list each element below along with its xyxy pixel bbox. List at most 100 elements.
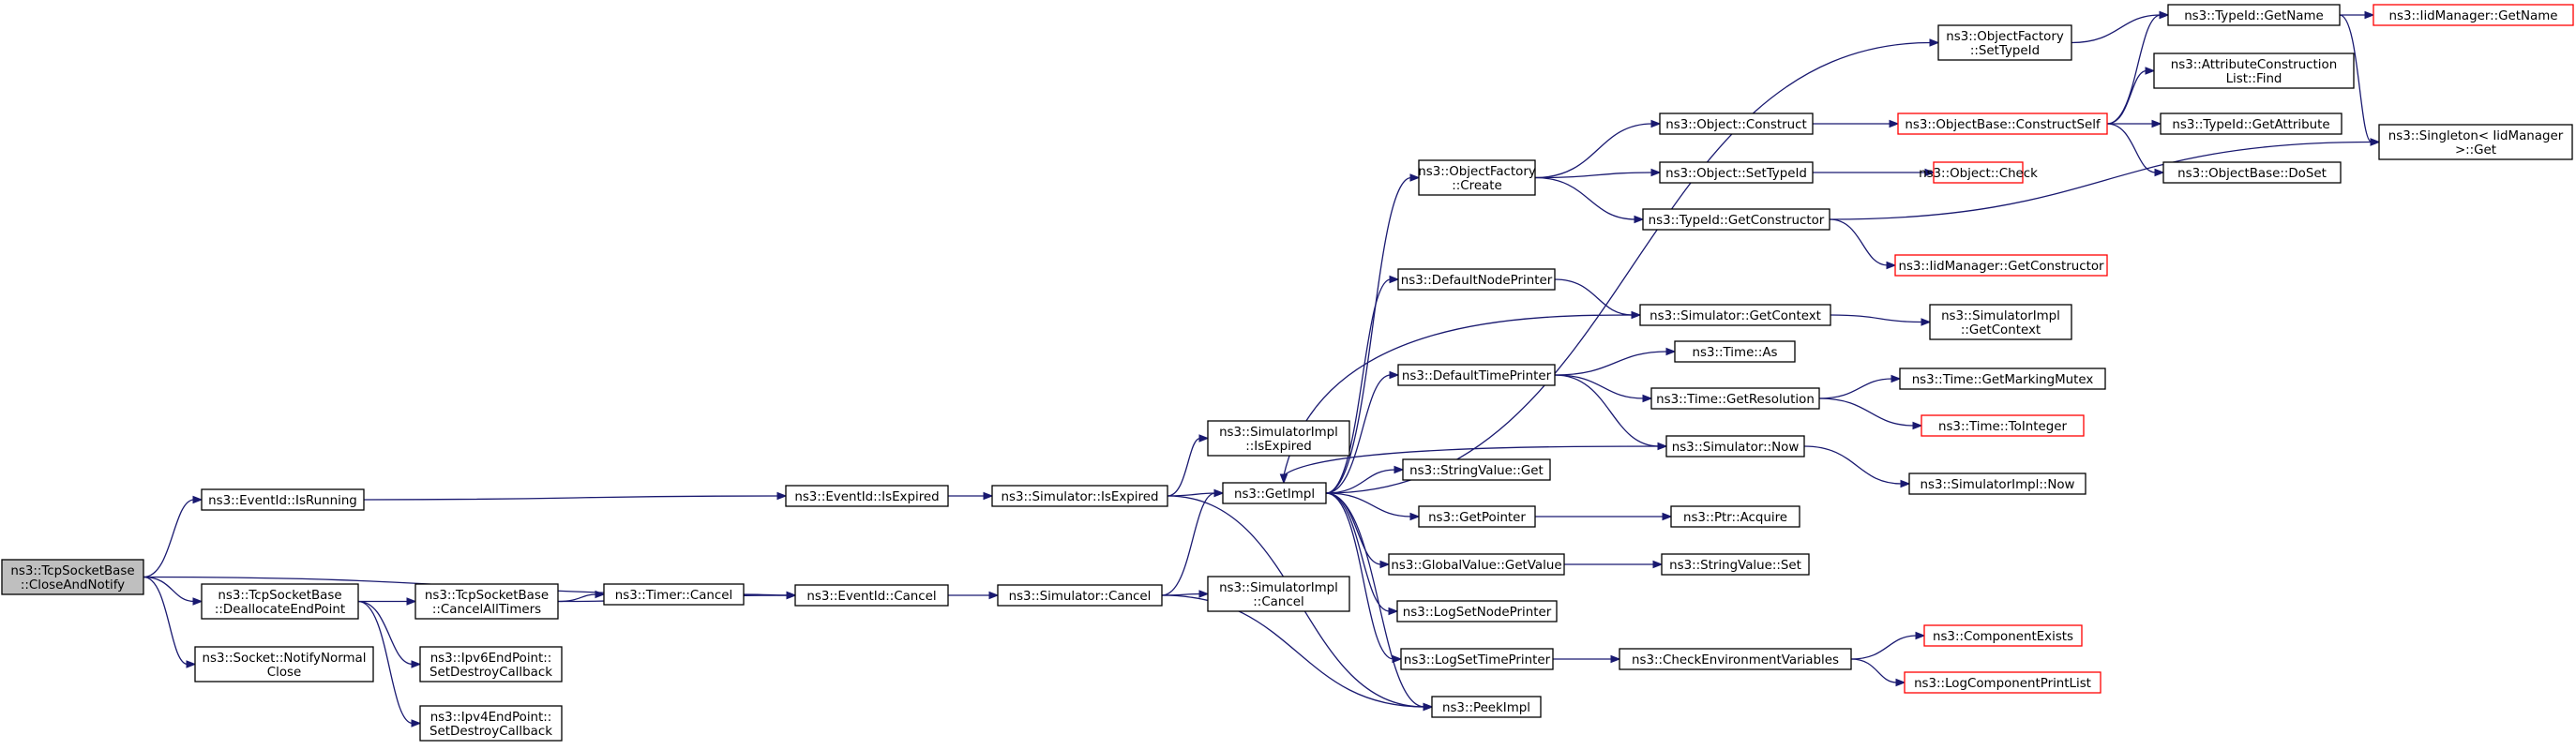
- graph-node-n21[interactable]: ns3::IidManager::GetConstructor: [1894, 254, 2108, 277]
- node-label: ns3::Time::ToInteger: [1938, 420, 2068, 434]
- graph-node-n33[interactable]: ns3::GetPointer: [1418, 505, 1536, 528]
- graph-node-n8[interactable]: ns3::ObjectFactory::Create: [1418, 159, 1536, 196]
- graph-node-n12[interactable]: ns3::IidManager::GetName: [2373, 4, 2574, 26]
- call-edge-arrowhead: [1921, 318, 1932, 326]
- call-edge-arrowhead: [1389, 370, 1400, 380]
- graph-node-n11[interactable]: ns3::TypeId::GetName: [2167, 4, 2341, 26]
- node-box: [997, 584, 1163, 607]
- call-edge: [2106, 69, 2147, 125]
- graph-node-n46[interactable]: ns3::TcpSocketBase::CancelAllTimers: [414, 583, 559, 620]
- graph-node-n4[interactable]: ns3::EventId::IsExpired: [785, 485, 949, 507]
- graph-node-n16[interactable]: ns3::TypeId::GetAttribute: [2160, 112, 2343, 135]
- node-box: [1, 559, 144, 595]
- call-edge-arrowhead: [1900, 479, 1911, 488]
- node-box: [1396, 600, 1558, 622]
- node-label: ns3::GlobalValue::GetValue: [1391, 559, 1561, 573]
- call-edge-arrowhead: [406, 597, 417, 606]
- call-edge-arrowhead: [1895, 678, 1906, 687]
- graph-node-n19[interactable]: ns3::Object::Check: [1919, 161, 2038, 184]
- graph-node-n32[interactable]: ns3::StringValue::Get: [1402, 458, 1551, 481]
- call-edge: [1803, 445, 1903, 485]
- call-edge: [1534, 176, 1636, 220]
- graph-node-n38[interactable]: ns3::LogSetTimePrinter: [1400, 648, 1554, 670]
- node-box: [2160, 112, 2343, 135]
- graph-node-n0[interactable]: ns3::TcpSocketBase::CloseAndNotify: [1, 559, 144, 595]
- call-edge: [2071, 14, 2162, 44]
- graph-node-n20[interactable]: ns3::TypeId::GetConstructor: [1642, 208, 1830, 231]
- graph-node-n2[interactable]: ns3::TcpSocketBase::DeallocateEndPoint: [201, 583, 359, 620]
- call-edge: [1830, 314, 1923, 323]
- graph-node-n47[interactable]: ns3::Timer::Cancel: [603, 583, 745, 606]
- graph-node-n26[interactable]: ns3::Time::As: [1674, 340, 1796, 363]
- graph-node-n28[interactable]: ns3::Time::GetMarkingMutex: [1899, 368, 2106, 390]
- node-label: SetDestroyCallback: [429, 666, 552, 680]
- graph-node-n45[interactable]: ns3::SimulatorImpl::Cancel: [1207, 576, 1350, 612]
- node-label: ns3::Object::Check: [1919, 167, 2038, 181]
- node-box: [201, 583, 359, 620]
- node-box: [1661, 553, 1810, 576]
- node-box: [1642, 208, 1830, 231]
- call-edge: [1325, 492, 1412, 518]
- call-edge-arrowhead: [1279, 473, 1288, 485]
- node-box: [1659, 112, 1814, 135]
- call-edge-arrowhead: [2154, 168, 2165, 177]
- graph-node-n10[interactable]: ns3::ObjectBase::ConstructSelf: [1897, 112, 2108, 135]
- graph-node-n23[interactable]: ns3::Simulator::GetContext: [1639, 304, 1831, 326]
- node-label: ns3::StringValue::Set: [1669, 559, 1801, 573]
- node-label: ns3::LogComponentPrintList: [1914, 677, 2091, 691]
- graph-node-n39[interactable]: ns3::CheckEnvironmentVariables: [1619, 648, 1852, 670]
- graph-node-n25[interactable]: ns3::DefaultTimePrinter: [1397, 364, 1556, 386]
- call-edge-arrowhead: [1886, 261, 1897, 270]
- node-label: Close: [267, 666, 301, 680]
- call-edge-arrowhead: [983, 491, 994, 501]
- node-box: [1650, 387, 1820, 410]
- call-edge: [1554, 278, 1634, 316]
- node-box: [1897, 112, 2108, 135]
- node-box: [1418, 159, 1536, 196]
- graph-node-n17[interactable]: ns3::ObjectBase::DoSet: [2162, 161, 2342, 184]
- graph-node-n36[interactable]: ns3::StringValue::Set: [1661, 553, 1810, 576]
- call-edge: [1554, 351, 1668, 376]
- graph-node-n24[interactable]: ns3::SimulatorImpl::GetContext: [1929, 304, 2072, 340]
- graph-node-n1[interactable]: ns3::EventId::IsRunning: [201, 488, 365, 511]
- graph-node-n6[interactable]: ns3::SimulatorImpl::IsExpired: [1207, 420, 1350, 457]
- graph-node-n49[interactable]: ns3::Ipv4EndPoint::SetDestroyCallback: [419, 705, 563, 742]
- graph-node-n18[interactable]: ns3::Object::SetTypeId: [1659, 161, 1814, 184]
- call-edge: [1534, 172, 1653, 179]
- node-label: ns3::PeekImpl: [1442, 701, 1530, 715]
- graph-node-n41[interactable]: ns3::LogComponentPrintList: [1904, 671, 2101, 694]
- graph-node-n37[interactable]: ns3::LogSetNodePrinter: [1396, 600, 1558, 622]
- graph-node-n13[interactable]: ns3::Singleton< IidManager>::Get: [2378, 124, 2573, 160]
- graph-node-n30[interactable]: ns3::Simulator::Now: [1665, 435, 1805, 458]
- graph-node-n29[interactable]: ns3::Time::ToInteger: [1921, 414, 2085, 437]
- graph-node-n5[interactable]: ns3::Simulator::IsExpired: [991, 485, 1168, 507]
- call-edge-arrowhead: [1889, 119, 1900, 128]
- graph-node-n42[interactable]: ns3::PeekImpl: [1431, 696, 1542, 718]
- node-box: [2378, 124, 2573, 160]
- node-box: [1929, 304, 2072, 340]
- graph-node-n22[interactable]: ns3::DefaultNodePrinter: [1397, 268, 1556, 291]
- graph-node-n40[interactable]: ns3::ComponentExists: [1923, 624, 2083, 647]
- call-edge-arrowhead: [411, 660, 422, 668]
- graph-node-n7[interactable]: ns3::GetImpl: [1222, 482, 1327, 504]
- node-box: [1904, 671, 2101, 694]
- graph-node-n44[interactable]: ns3::Simulator::Cancel: [997, 584, 1163, 607]
- graph-node-n31[interactable]: ns3::SimulatorImpl::Now: [1908, 472, 2086, 495]
- call-edge-arrowhead: [1423, 702, 1434, 712]
- graph-node-n43[interactable]: ns3::EventId::Cancel: [794, 584, 949, 607]
- nodes-layer: ns3::TcpSocketBase::CloseAndNotifyns3::E…: [1, 4, 2574, 742]
- node-box: [1388, 553, 1565, 576]
- node-label: SetDestroyCallback: [429, 725, 552, 739]
- graph-node-n34[interactable]: ns3::Ptr::Acquire: [1670, 505, 1800, 528]
- node-label: ::CloseAndNotify: [21, 578, 125, 592]
- graph-node-n35[interactable]: ns3::GlobalValue::GetValue: [1388, 553, 1565, 576]
- graph-node-n48[interactable]: ns3::Ipv6EndPoint::SetDestroyCallback: [419, 646, 563, 682]
- graph-node-n14[interactable]: ns3::ObjectFactory::SetTypeId: [1937, 24, 2072, 61]
- graph-node-n9[interactable]: ns3::Object::Construct: [1659, 112, 1814, 135]
- node-label: ns3::TypeId::GetConstructor: [1649, 214, 1825, 228]
- graph-node-n27[interactable]: ns3::Time::GetResolution: [1650, 387, 1820, 410]
- call-edge-arrowhead: [2364, 10, 2375, 20]
- node-box: [1207, 576, 1350, 612]
